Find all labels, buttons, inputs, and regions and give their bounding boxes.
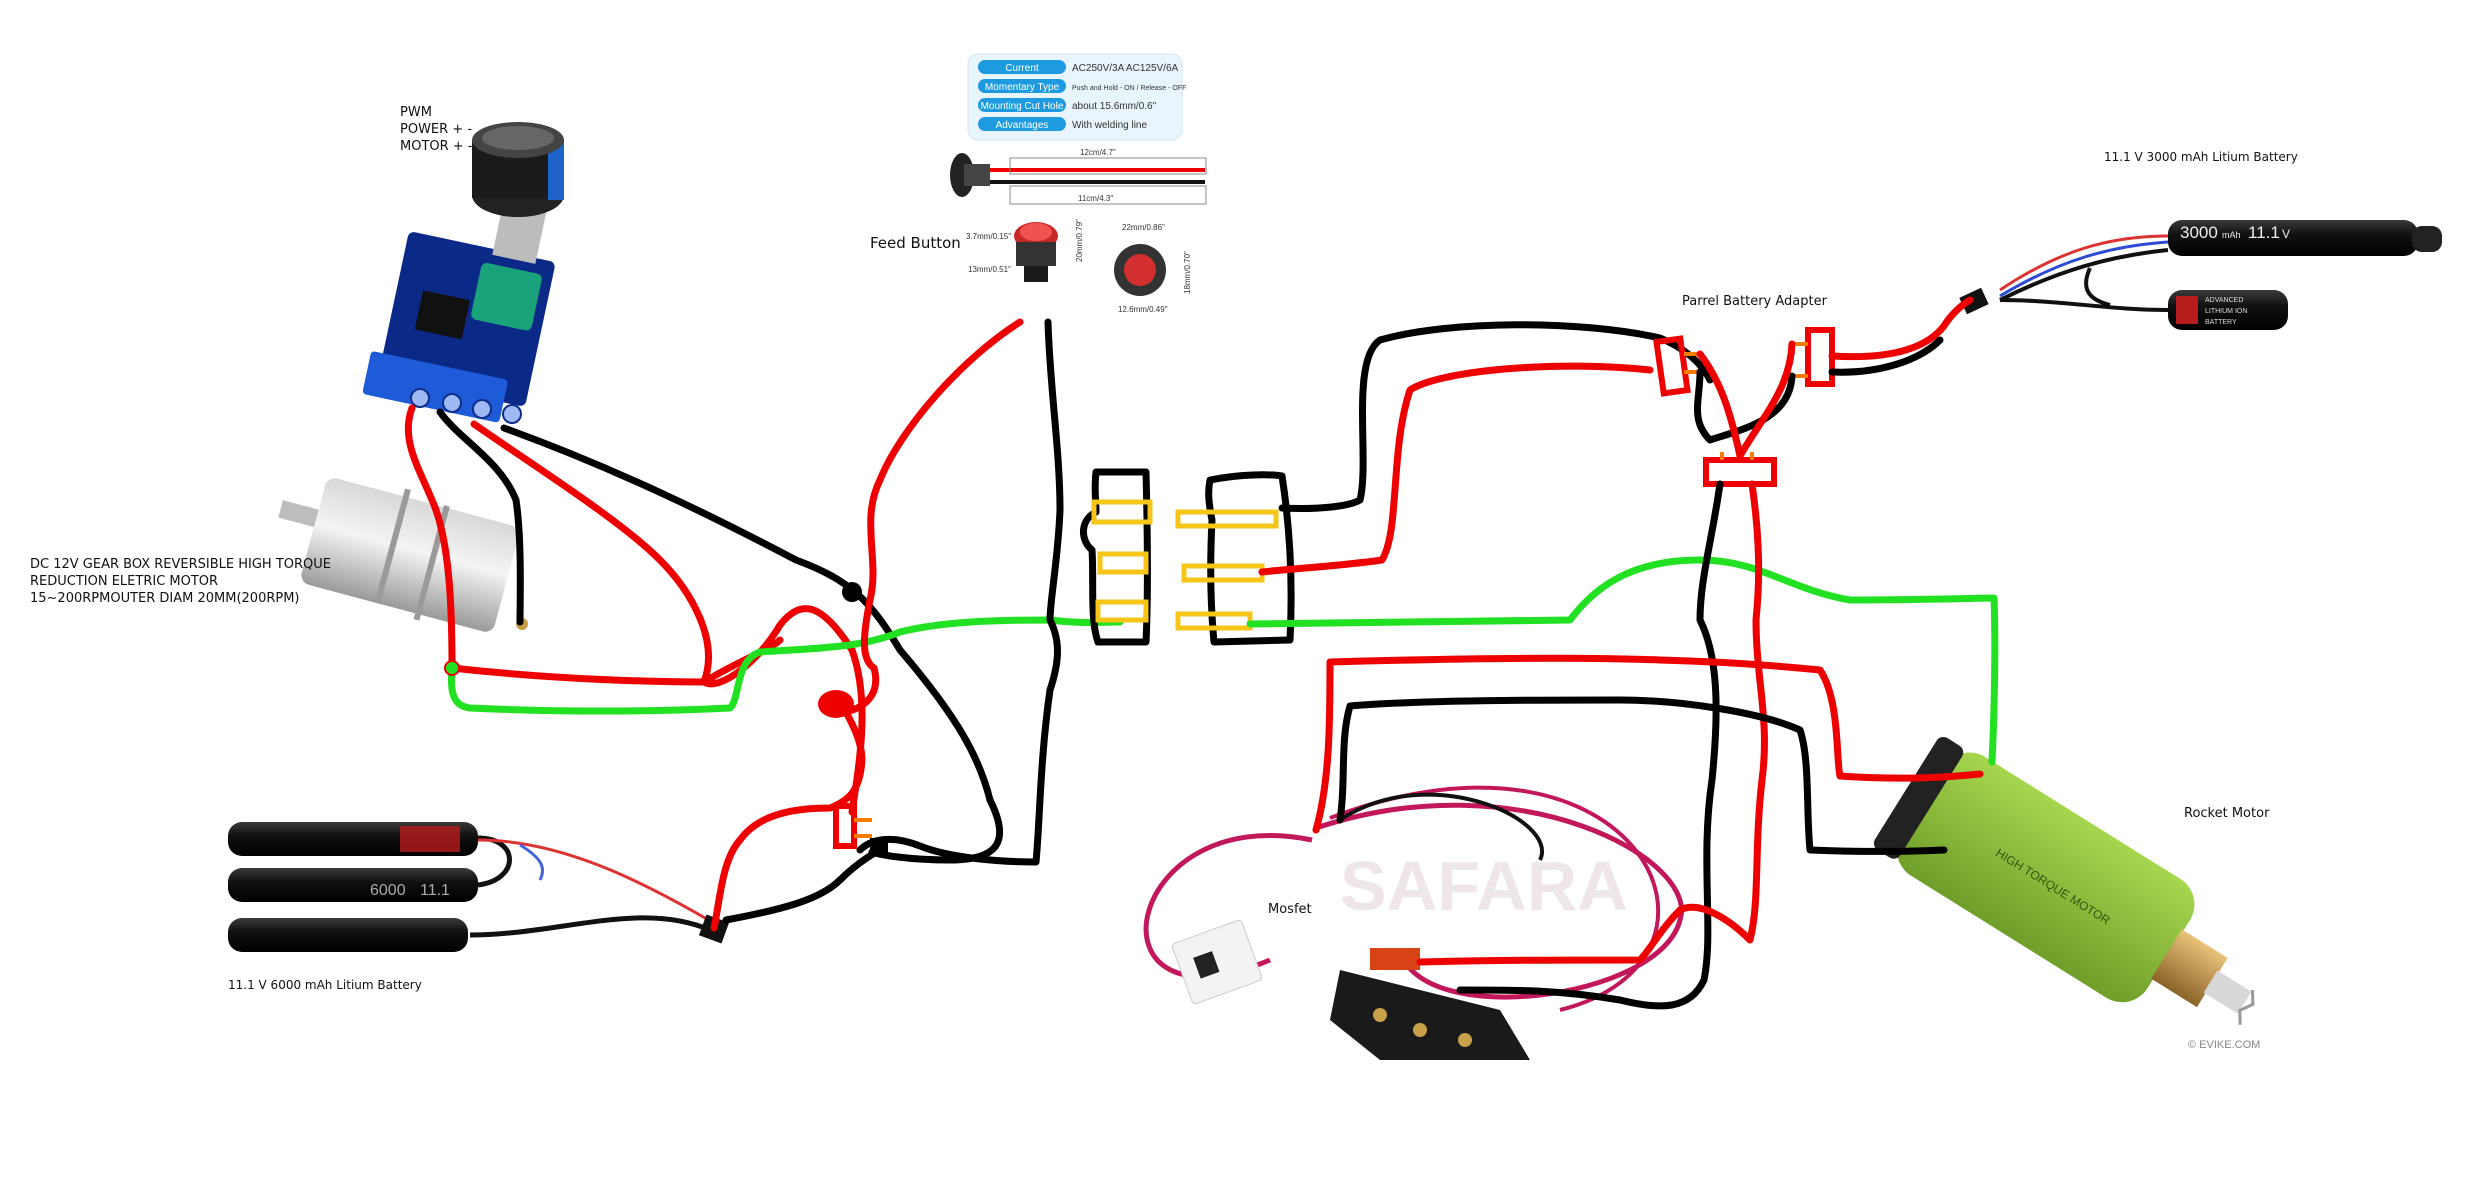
mosfet-board: SAFARA — [1143, 785, 1684, 1060]
battery-6000-pack: 6000 11.1 — [228, 822, 730, 952]
battery-3000-print-unit: mAh — [2222, 230, 2241, 240]
battery-6000-print-capacity: 6000 — [370, 882, 406, 899]
wire-battery-to-junction-black — [722, 846, 884, 924]
dim-d2: 13mm/0.51" — [968, 265, 1011, 274]
pwm-knob — [472, 122, 564, 217]
label-feed-button: Feed Button — [870, 234, 961, 252]
junction-red — [818, 690, 854, 718]
wire-adapter-down-red — [1416, 480, 1768, 966]
wire-adapter-to-3000-black — [1828, 336, 1944, 376]
wire-pwm-power-black — [500, 424, 1003, 864]
battery-6000-print-voltage: 11.1 — [420, 882, 450, 899]
spec-label-momentary: Momentary Type — [985, 82, 1060, 93]
dim-d3: 20mm/0.79" — [1075, 219, 1084, 262]
wire-bank-to-adapter-black — [1278, 321, 1714, 512]
wire-bank-to-rocket-green — [1246, 556, 1999, 766]
dim-wire-red: 12cm/4.7" — [1080, 148, 1116, 157]
connector-left-3 — [1095, 599, 1149, 623]
feed-button-spec-card: Current Momentary Type Mounting Cut Hole… — [967, 53, 1186, 141]
label-rocket-motor: Rocket Motor — [2184, 806, 2270, 821]
battery-3000-pack: 3000 mAh 11.1 V ADVANCED LITHIUM ION BAT… — [1959, 220, 2442, 330]
label-gear-motor-line3: 15~200RPMOUTER DIAM 20MM(200RPM) — [30, 591, 300, 606]
label-mosfet: Mosfet — [1268, 902, 1312, 917]
wire-mosfet-to-rocket-black — [1336, 696, 1948, 855]
wire-pwm-to-gearmotor-black — [436, 408, 524, 626]
wire-pwm-to-gearmotor-red — [404, 404, 456, 672]
label-pwm: PWM POWER + - MOTOR + - — [400, 104, 473, 155]
dim-d6: 12.6mm/0.49" — [1118, 305, 1168, 314]
connector-left-1 — [1091, 499, 1153, 525]
label-gear-motor: DC 12V GEAR BOX REVERSIBLE HIGH TORQUE R… — [30, 556, 331, 607]
wire-gearmotor-green — [447, 616, 1124, 715]
spec-value-current: AC250V/3A AC125V/6A — [1072, 63, 1179, 74]
connector-left-2 — [1097, 551, 1149, 575]
label-gear-motor-line2: REDUCTION ELETRIC MOTOR — [30, 574, 219, 589]
label-pwm-motor: MOTOR + - — [400, 139, 473, 154]
connector-bank-right-outline — [1205, 471, 1295, 646]
spec-value-momentary: Push and Hold - ON / Release - OFF — [1072, 85, 1186, 92]
small-battery-print-1: ADVANCED — [2205, 297, 2243, 304]
wire-battery-to-junction-red — [710, 708, 866, 932]
junction-black — [842, 582, 862, 602]
small-battery-print-2: LITHIUM ION — [2205, 308, 2247, 315]
pwm-controller — [362, 196, 555, 424]
wire-bank-to-adapter-red — [1258, 362, 1654, 576]
feed-button-photo: 3.7mm/0.15" 13mm/0.51" 20mm/0.79" — [966, 219, 1084, 282]
spec-value-advantages: With welding line — [1072, 120, 1147, 131]
spec-value-mounting: about 15.6mm/0.6" — [1072, 101, 1157, 112]
wire-adapter-internal-red — [1696, 340, 1796, 460]
rocket-motor-credit: © EVIKE.COM — [2188, 1039, 2260, 1051]
wire-mosfet-to-rocket-red — [1312, 654, 1984, 834]
connector-6000 — [833, 803, 888, 856]
spec-label-mounting: Mounting Cut Hole — [981, 101, 1064, 112]
junction-gearmotor — [444, 660, 460, 676]
watermark-text: SAFARA — [1340, 847, 1628, 925]
feed-button-top-view: 22mm/0.86" 18mm/0.70" 12.6mm/0.49" — [1114, 223, 1192, 314]
connector-right-1 — [1175, 509, 1279, 529]
battery-3000-print-volt-unit: V — [2282, 227, 2290, 241]
label-battery-6000: 11.1 V 6000 mAh Litium Battery — [228, 978, 422, 992]
label-battery-3000: 11.1 V 3000 mAh Litium Battery — [2104, 150, 2298, 164]
dim-d5: 18mm/0.70" — [1183, 251, 1192, 294]
dim-d1: 3.7mm/0.15" — [966, 232, 1011, 241]
dim-d4: 22mm/0.86" — [1122, 223, 1165, 232]
wire-feedbutton-black — [856, 318, 1064, 866]
battery-3000-print-voltage: 11.1 — [2248, 223, 2280, 242]
rocket-motor: HIGH TORQUE MOTOR © EVIKE.COM — [1873, 736, 2260, 1051]
label-parrel-adapter: Parrel Battery Adapter — [1682, 294, 1827, 309]
spec-label-current: Current — [1005, 63, 1039, 74]
connector-right-2 — [1181, 563, 1265, 583]
dc-gear-motor — [278, 478, 528, 632]
label-pwm-power: POWER + - — [400, 122, 473, 137]
feed-button-leads-diagram: 12cm/4.7" 11cm/4.3" — [950, 148, 1207, 205]
small-battery-print-3: BATTERY — [2205, 319, 2237, 326]
wire-adapter-to-3000-red — [1828, 296, 1974, 361]
label-pwm-title: PWM — [400, 105, 432, 120]
battery-3000-print-capacity: 3000 — [2180, 223, 2218, 242]
wire-adapter-internal-black — [1694, 368, 1796, 444]
wire-feedbutton-red — [842, 318, 1024, 716]
spec-label-advantages: Advantages — [996, 120, 1049, 131]
wire-adapter-down-black — [1456, 480, 1724, 1010]
parrel-battery-adapter — [1653, 327, 1835, 487]
connector-bank-left-outline — [1080, 468, 1151, 646]
label-gear-motor-line1: DC 12V GEAR BOX REVERSIBLE HIGH TORQUE — [30, 557, 331, 572]
wire-pwm-power-red — [470, 420, 866, 816]
dim-wire-black: 11cm/4.3" — [1078, 194, 1113, 203]
